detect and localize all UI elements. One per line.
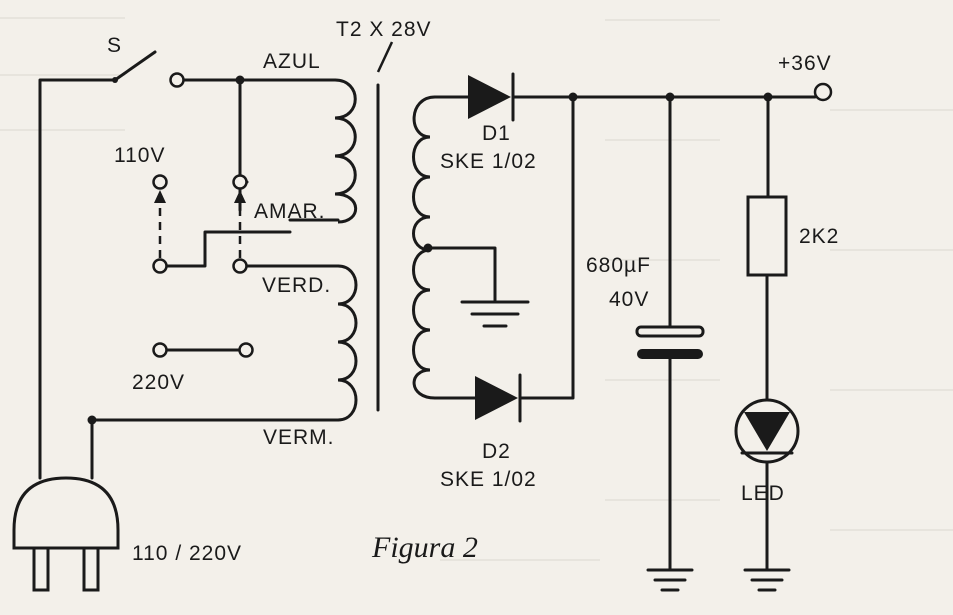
ground-symbol-capacitor: [646, 568, 694, 592]
resistor-label: 2K2: [799, 225, 839, 248]
output-voltage-label: +36V: [778, 52, 832, 75]
plug-wire-left: [38, 78, 117, 480]
common-wire: [165, 230, 292, 268]
ground-symbol-led: [743, 568, 791, 592]
terminal-common-left: [152, 258, 168, 274]
transformer-label-leader: [376, 41, 394, 73]
led-label: LED: [741, 482, 785, 505]
terminal-amar: [232, 174, 248, 190]
capacitor-680uf: [635, 325, 705, 359]
capacitor-voltage-label: 40V: [609, 288, 649, 311]
v110-label: 110V: [114, 144, 166, 167]
center-tap-wire: [426, 246, 497, 302]
led-symbol: [734, 398, 800, 464]
jumper-right: [234, 190, 246, 258]
diode-d2: [475, 373, 522, 423]
verm-label: VERM.: [263, 426, 335, 449]
jumper-left: [154, 190, 166, 258]
switch-label: S: [107, 34, 122, 57]
plug-label: 110 / 220V: [132, 542, 242, 565]
resistor-2k2: [746, 195, 788, 277]
v220-label: 220V: [132, 371, 185, 394]
figure-caption: Figura 2: [371, 531, 478, 564]
capacitor-value-label: 680µF: [586, 254, 651, 277]
d2-part-label: SKE 1/02: [440, 468, 537, 491]
mains-plug: [12, 476, 120, 592]
output-terminal: [813, 82, 833, 102]
terminal-verd: [232, 258, 248, 274]
d1-part-label: SKE 1/02: [440, 150, 537, 173]
terminal-220v-right: [238, 342, 254, 358]
primary-coil-upper: [334, 78, 358, 224]
d1-label: D1: [482, 122, 511, 145]
junction-dot: [568, 92, 578, 102]
junction-dot: [87, 415, 97, 425]
switch-s: [112, 50, 185, 88]
amar-wire: [238, 173, 249, 184]
d2-return-wire: [518, 95, 575, 400]
d2-label: D2: [482, 440, 511, 463]
diode-d1: [468, 72, 515, 122]
azul-label: AZUL: [263, 50, 321, 73]
terminal-110v: [152, 174, 168, 190]
ground-symbol-secondary: [460, 300, 530, 328]
verd-label: VERD.: [262, 274, 331, 297]
transformer-label: T2 X 28V: [336, 18, 432, 41]
primary-coil-lower: [337, 264, 358, 422]
amar-label: AMAR.: [254, 200, 326, 223]
page-bleed-through: [0, 17, 953, 561]
terminal-220v-left: [152, 342, 168, 358]
